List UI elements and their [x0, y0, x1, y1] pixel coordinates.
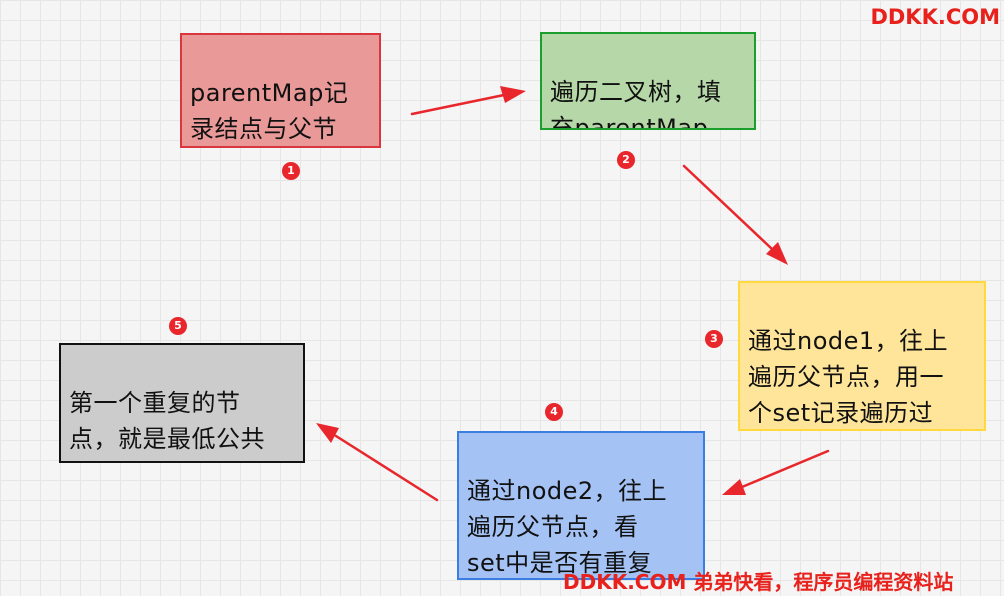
arrow-1-to-2: [410, 86, 526, 116]
watermark-top: DDKK.COM: [870, 5, 1000, 29]
step-4-badge: 4: [545, 403, 563, 421]
step-5-badge: 5: [169, 317, 187, 335]
step-2-box: 遍历二叉树，填 充parentMap: [540, 32, 756, 130]
step-1-badge: 1: [282, 162, 300, 180]
step-5-text: 第一个重复的节 点，就是最低公共 祖先: [69, 389, 265, 453]
step-4-box: 通过node2，往上 遍历父节点，看 set中是否有重复 节点: [457, 431, 705, 580]
arrow-4-to-5: [316, 423, 439, 502]
step-5-box: 第一个重复的节 点，就是最低公共 祖先: [59, 343, 305, 463]
step-2-badge: 2: [617, 151, 635, 169]
step-4-text: 通过node2，往上 遍历父节点，看 set中是否有重复 节点: [467, 477, 668, 577]
step-2-text: 遍历二叉树，填 充parentMap: [550, 78, 722, 130]
step-3-badge: 3: [705, 330, 723, 348]
arrow-2-to-3: [682, 164, 788, 265]
step-1-text: parentMap记 录结点与父节 点的映射关系: [190, 79, 349, 143]
step-3-box: 通过node1，往上 遍历父节点，用一 个set记录遍历过 的节点: [738, 281, 986, 431]
step-3-text: 通过node1，往上 遍历父节点，用一 个set记录遍历过 的节点: [748, 327, 949, 427]
watermark-bottom: DDKK.COM 弟弟快看，程序员编程资料站: [563, 570, 954, 594]
step-1-box: parentMap记 录结点与父节 点的映射关系: [180, 33, 381, 148]
arrow-3-to-4: [722, 449, 830, 495]
